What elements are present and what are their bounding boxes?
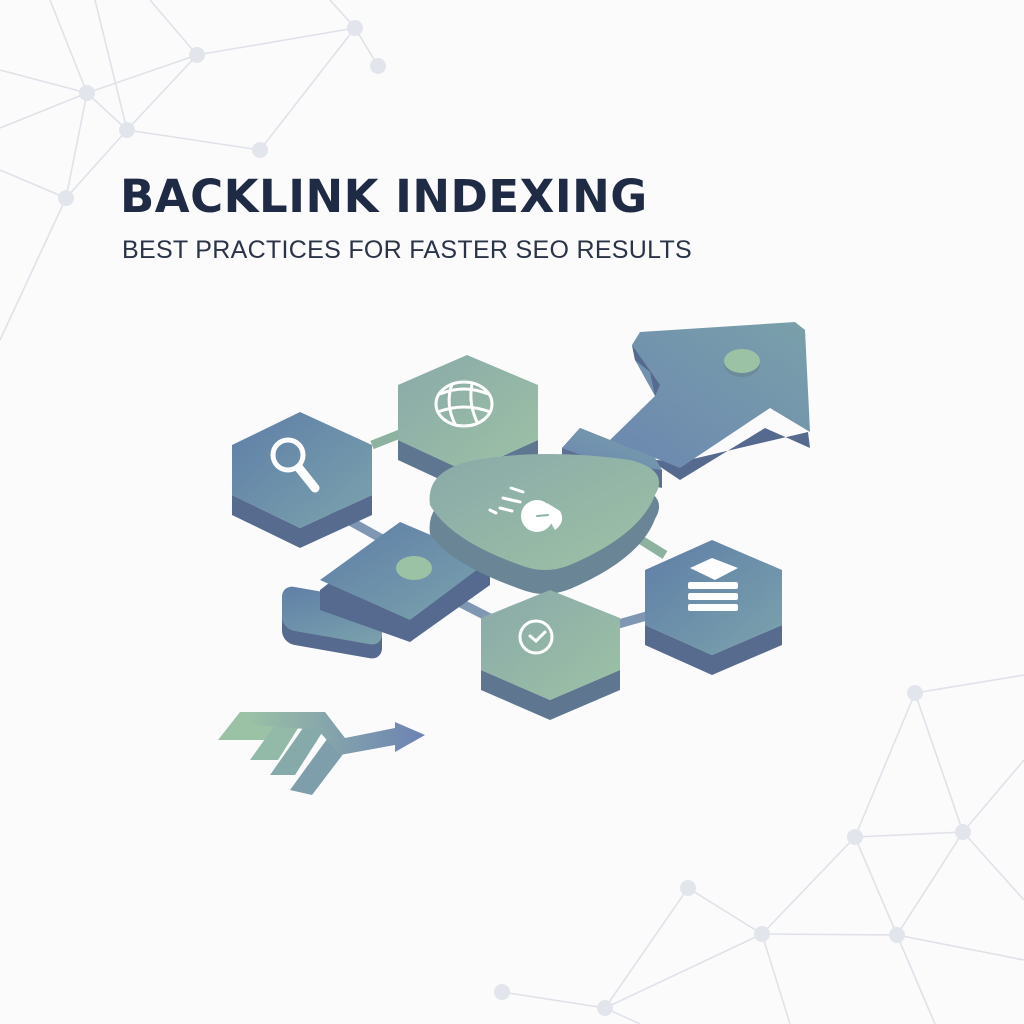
globe-icon xyxy=(434,380,494,428)
search-icon xyxy=(270,437,320,493)
page-subtitle: BEST PRACTICES FOR FASTER SEO RESULTS xyxy=(122,236,693,264)
trend-chart-icon xyxy=(218,712,425,795)
server-icon xyxy=(688,558,738,611)
clock-icon xyxy=(518,619,554,655)
server-node xyxy=(645,540,782,675)
analytics-icon xyxy=(488,486,563,532)
search-node xyxy=(232,412,372,548)
page-title: BACKLINK INDEXING xyxy=(120,170,648,223)
network-decoration-top-left xyxy=(0,0,386,341)
clock-node xyxy=(481,590,620,720)
network-decoration-bottom-right xyxy=(494,674,1024,1024)
analytics-node xyxy=(429,454,660,594)
